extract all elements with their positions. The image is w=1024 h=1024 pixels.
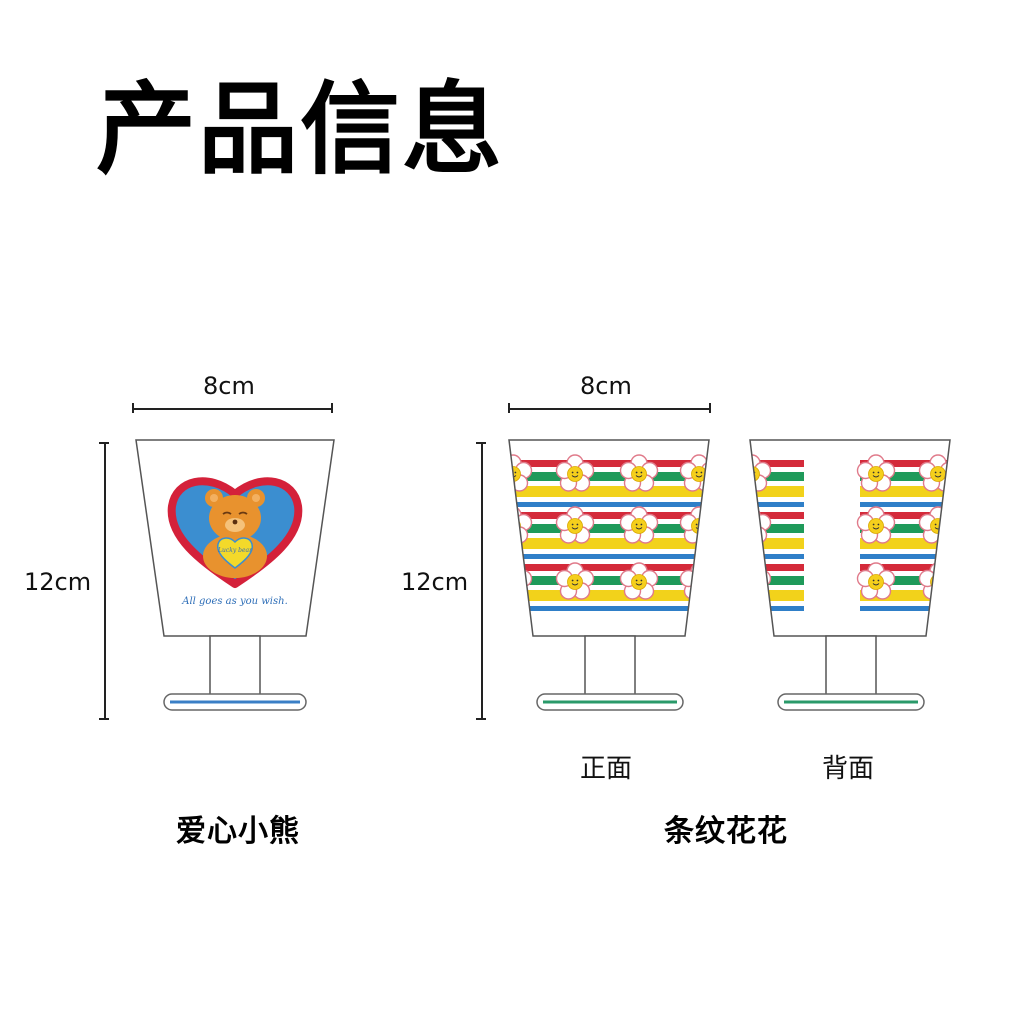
bear-width-label: 8cm	[203, 372, 255, 400]
flower-width-label: 8cm	[580, 372, 632, 400]
flower-height-tick-top	[476, 442, 486, 444]
bear-width-tick-right	[331, 403, 333, 413]
bear-height-line	[104, 443, 106, 719]
flower-height-label: 12cm	[401, 568, 469, 596]
flower-product-name: 条纹花花	[664, 814, 788, 849]
flower-height-tick-bottom	[476, 718, 486, 720]
flower-cup-front-illustration	[508, 439, 710, 711]
page-title: 产品信息	[96, 71, 504, 188]
bear-width-tick-left	[132, 403, 134, 413]
bear-height-tick-bottom	[99, 718, 109, 720]
bear-cup-illustration: Lucky bear All goes as you wish.	[135, 439, 335, 711]
front-view-caption: 正面	[580, 754, 633, 784]
flower-height-line	[481, 443, 483, 719]
back-view-caption: 背面	[822, 754, 875, 784]
bear-width-line	[133, 408, 332, 410]
flower-width-tick-right	[709, 403, 711, 413]
flower-width-line	[509, 408, 710, 410]
bear-product-name: 爱心小熊	[176, 814, 300, 849]
bear-height-label: 12cm	[24, 568, 92, 596]
bear-badge-text: Lucky bear	[217, 547, 253, 554]
flower-width-tick-left	[508, 403, 510, 413]
flower-cup-back-illustration	[749, 439, 951, 711]
bear-height-tick-top	[99, 442, 109, 444]
bear-slogan: All goes as you wish.	[181, 596, 288, 607]
